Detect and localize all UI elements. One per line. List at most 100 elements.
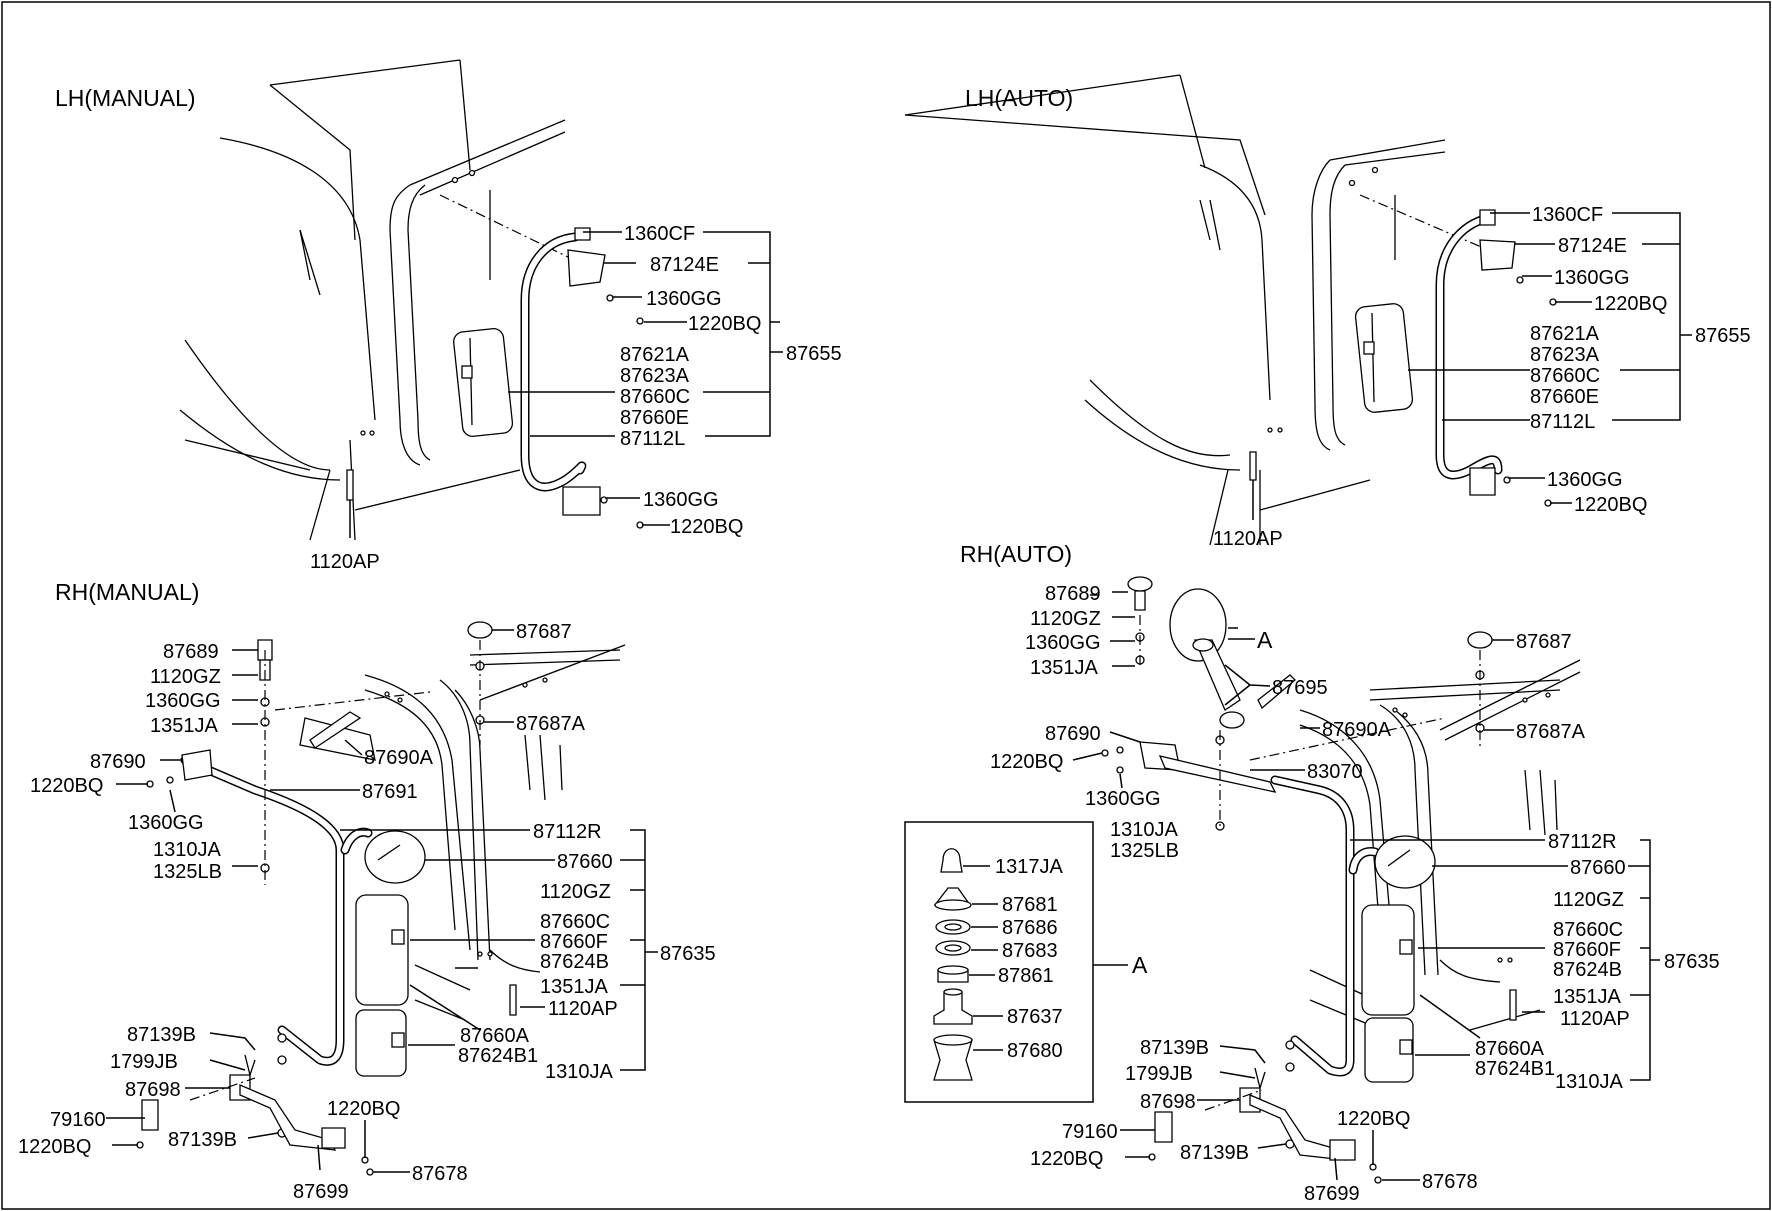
label-87635: 87635: [1664, 951, 1720, 973]
detail-a-callout: A: [1257, 627, 1273, 653]
label-87660E: 87660E: [1530, 386, 1599, 408]
label-87139B-bottom: 87139B: [1180, 1142, 1249, 1164]
rh-auto-part-labels: 87689 1120GZ 1360GG 1351JA A 87695 87690…: [990, 583, 1720, 1205]
label-1120AP: 1120AP: [1213, 528, 1283, 550]
label-87687: 87687: [516, 621, 572, 643]
label-1360GG: 1360GG: [1554, 267, 1630, 289]
label-87699: 87699: [1304, 1183, 1360, 1205]
label-1220BQ: 1220BQ: [1594, 293, 1667, 315]
label-87687: 87687: [1516, 631, 1572, 653]
label-87678: 87678: [1422, 1171, 1478, 1193]
label-87683: 87683: [1002, 940, 1058, 962]
label-87680: 87680: [1007, 1040, 1063, 1062]
label-87686: 87686: [1002, 917, 1058, 939]
lh-auto-panel: LH(AUTO): [904, 74, 1751, 550]
detail-a-labels: 1317JA 87681 87686 87683 87861 87637 876…: [995, 856, 1148, 1062]
label-87139B-bottom: 87139B: [168, 1129, 237, 1151]
label-87112L: 87112L: [1530, 411, 1595, 433]
label-1220BQ-bottom: 1220BQ: [670, 516, 743, 538]
label-87689: 87689: [163, 641, 219, 663]
label-1325LB: 1325LB: [153, 861, 222, 883]
label-1360GG-bottom: 1360GG: [643, 489, 719, 511]
label-87660C: 87660C: [1530, 365, 1600, 387]
label-83070: 83070: [1307, 761, 1363, 783]
label-87660C: 87660C: [1553, 919, 1623, 941]
detail-a-leaders: [963, 865, 1128, 1051]
label-87655: 87655: [1695, 325, 1751, 347]
label-1120GZ: 1120GZ: [1030, 608, 1101, 630]
label-87112R: 87112R: [533, 821, 602, 843]
label-1310JA-right: 1310JA: [545, 1061, 613, 1083]
label-87660A: 87660A: [1475, 1038, 1545, 1060]
label-1351JA: 1351JA: [150, 715, 218, 737]
lh-manual-title: LH(MANUAL): [55, 85, 196, 111]
label-1120GZ: 1120GZ: [150, 666, 221, 688]
lh-auto-leaders: [1252, 212, 1692, 520]
label-1351JA-right: 1351JA: [1553, 986, 1621, 1008]
label-1310JA: 1310JA: [1110, 819, 1178, 841]
label-1310JA-right: 1310JA: [1555, 1071, 1623, 1093]
lh-manual-mirror-assembly: [346, 227, 644, 529]
label-87681: 87681: [1002, 894, 1058, 916]
lh-manual-part-labels: 1360CF 87124E 1360GG 1220BQ 87621A 87623…: [310, 223, 842, 573]
label-87637: 87637: [1007, 1006, 1063, 1028]
label-87655: 87655: [786, 343, 842, 365]
lh-auto-part-labels: 1360CF 87124E 1360GG 1220BQ 87621A 87623…: [1213, 204, 1751, 550]
label-1220BQ: 1220BQ: [688, 313, 761, 335]
label-1220BQ-right: 1220BQ: [1337, 1108, 1410, 1130]
label-1220BQ: 1220BQ: [30, 775, 103, 797]
label-87624B1: 87624B1: [458, 1045, 538, 1067]
label-1310JA: 1310JA: [153, 839, 221, 861]
label-87695: 87695: [1272, 677, 1328, 699]
rh-manual-leaders: [106, 629, 658, 1173]
label-1220BQ: 1220BQ: [990, 751, 1063, 773]
rh-auto-leaders: [1072, 591, 1660, 1181]
label-1220BQ-bottom: 1220BQ: [1574, 494, 1647, 516]
label-87139B: 87139B: [1140, 1037, 1209, 1059]
label-1360GG-bottom: 1360GG: [1547, 469, 1623, 491]
label-1360GG: 1360GG: [145, 690, 221, 712]
rh-manual-cab-outline: [274, 644, 626, 1021]
rh-auto-cab-outline: [1249, 659, 1581, 1031]
label-1120AP: 1120AP: [548, 998, 618, 1020]
label-1220BQ-bottom: 1220BQ: [18, 1136, 91, 1158]
detail-a-label: A: [1132, 952, 1148, 978]
label-87660E: 87660E: [620, 407, 689, 429]
label-87690A: 87690A: [1322, 719, 1392, 741]
rh-manual-part-labels: 87689 1120GZ 1360GG 1351JA 87690 1220BQ …: [18, 621, 716, 1203]
label-87621A: 87621A: [1530, 323, 1600, 345]
label-87687A: 87687A: [1516, 721, 1586, 743]
lh-manual-leaders: [349, 231, 783, 538]
label-87861: 87861: [998, 965, 1054, 987]
label-1325LB: 1325LB: [1110, 840, 1179, 862]
label-1351JA: 1351JA: [1030, 657, 1098, 679]
label-87687A: 87687A: [516, 713, 586, 735]
label-1360GG-lower: 1360GG: [128, 812, 204, 834]
label-87689: 87689: [1045, 583, 1101, 605]
label-87124E: 87124E: [650, 254, 719, 276]
detail-a-box: 1317JA 87681 87686 87683 87861 87637 876…: [904, 821, 1148, 1103]
label-1360CF: 1360CF: [624, 223, 695, 245]
label-87124E: 87124E: [1558, 235, 1627, 257]
lh-auto-cab-outline: [904, 74, 1501, 546]
label-1799JB: 1799JB: [110, 1051, 178, 1073]
label-87660F: 87660F: [540, 931, 608, 953]
label-1317JA: 1317JA: [995, 856, 1063, 878]
label-1220BQ-bottom: 1220BQ: [1030, 1148, 1103, 1170]
label-87623A: 87623A: [1530, 344, 1600, 366]
label-87660F: 87660F: [1553, 939, 1621, 961]
label-87623A: 87623A: [620, 365, 690, 387]
label-87660A: 87660A: [460, 1025, 530, 1047]
label-1351JA-right: 1351JA: [540, 976, 608, 998]
label-1120AP: 1120AP: [1560, 1008, 1630, 1030]
label-1220BQ-right: 1220BQ: [327, 1098, 400, 1120]
label-87698: 87698: [125, 1079, 181, 1101]
label-87690: 87690: [1045, 723, 1101, 745]
label-87660C: 87660C: [620, 386, 690, 408]
label-87691: 87691: [362, 781, 418, 803]
label-87112L: 87112L: [620, 428, 685, 450]
label-87621A: 87621A: [620, 344, 690, 366]
rh-auto-mirror-assembly: [1101, 576, 1517, 1184]
label-87699: 87699: [293, 1181, 349, 1203]
label-1360CF: 1360CF: [1532, 204, 1603, 226]
